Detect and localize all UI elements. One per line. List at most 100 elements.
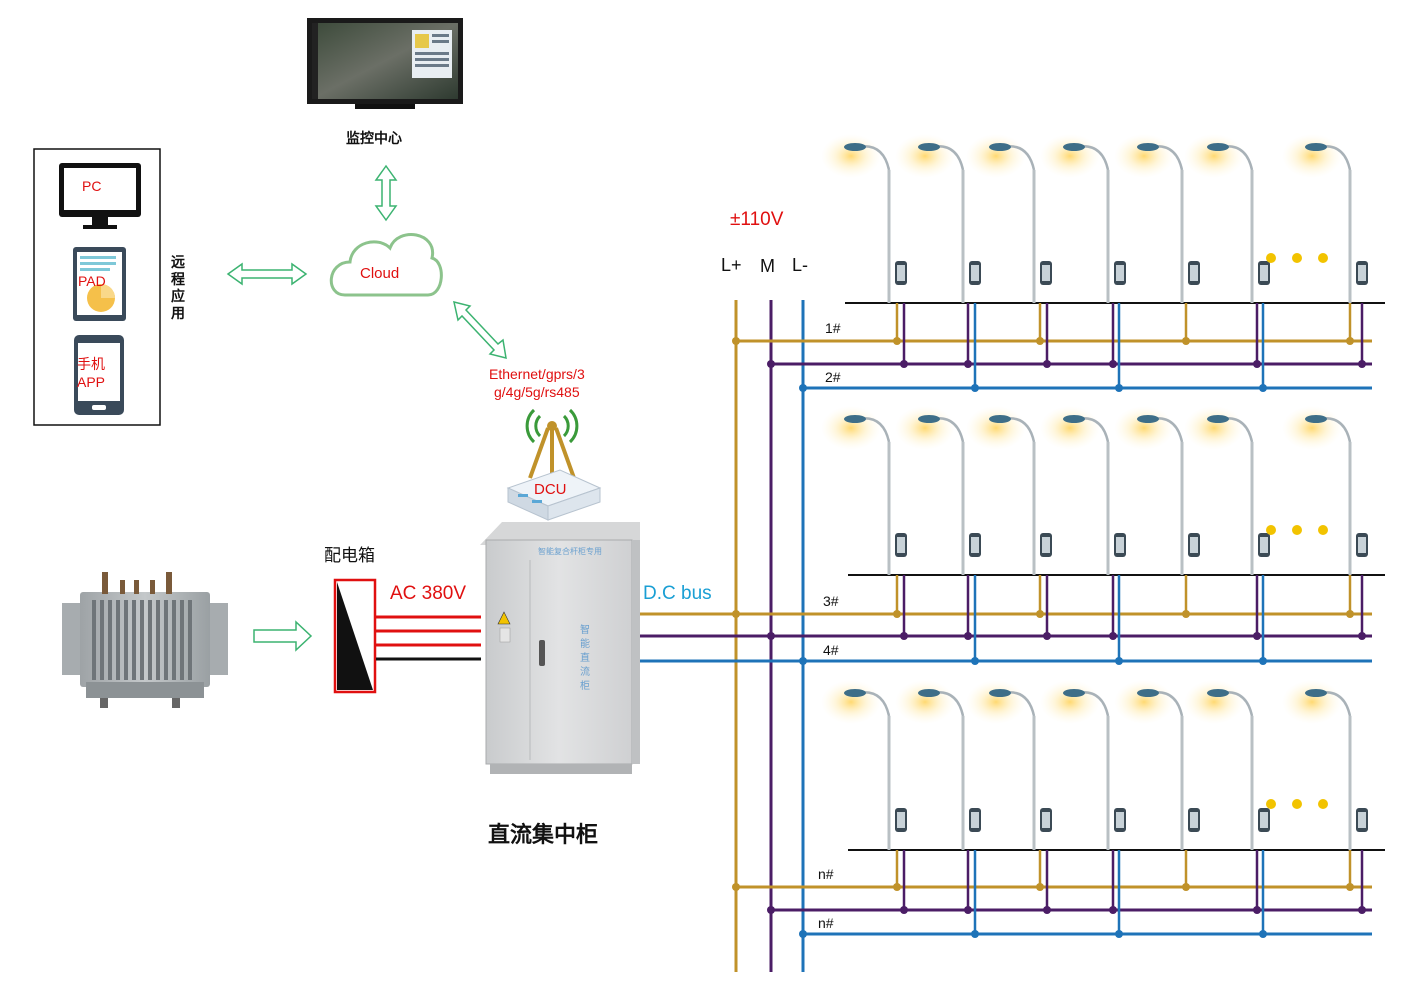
pole-controller-face	[1190, 537, 1198, 553]
lamp-glow	[821, 680, 881, 724]
transformer-icon	[62, 572, 228, 708]
m-tap-dot	[1043, 632, 1051, 640]
lplus-tap-dot	[1182, 337, 1190, 345]
pole-controller-face	[897, 265, 905, 281]
pole-controller-face	[1358, 265, 1366, 281]
m-tap-dot	[1109, 360, 1117, 368]
ellipsis-dot	[1266, 525, 1276, 535]
dcu-label: DCU	[534, 481, 567, 498]
lplus-tap-dot	[1036, 337, 1044, 345]
lamp-glow	[1040, 680, 1100, 724]
junction-dot	[799, 384, 807, 392]
m-tap-dot	[964, 632, 972, 640]
lamp-glow	[1282, 406, 1342, 450]
junction-dot	[732, 610, 740, 618]
lplus-tap-dot	[893, 610, 901, 618]
lamp-glow	[966, 680, 1026, 724]
lplus-tap-dot	[1346, 337, 1354, 345]
pc-label: PC	[82, 178, 102, 194]
monitoring-center-screen-icon	[307, 18, 463, 109]
ellipsis-dot	[1266, 799, 1276, 809]
arrow-transformer-box-icon	[253, 620, 313, 652]
lplus-tap-dot	[1346, 883, 1354, 891]
m-tap-dot	[1253, 906, 1261, 914]
m-tap-dot	[1358, 906, 1366, 914]
lamp-glow	[821, 134, 881, 178]
lminus-tap-dot	[1259, 657, 1267, 665]
lamp-head-icon	[844, 689, 866, 697]
lamp-glow	[1114, 680, 1174, 724]
m-tap-dot	[1043, 360, 1051, 368]
lminus-label: L-	[792, 255, 809, 275]
lminus-tap-dot	[1115, 657, 1123, 665]
dc-bus-feed-lines	[640, 612, 1372, 663]
lminus-tap-dot	[971, 657, 979, 665]
ellipsis-dot	[1292, 525, 1302, 535]
lamp-glow	[1114, 134, 1174, 178]
lamp-head-icon	[1207, 415, 1229, 423]
junction-dot	[767, 360, 775, 368]
pole-controller-face	[971, 812, 979, 828]
distribution-box-icon	[333, 578, 377, 694]
remote-app-label: 远程应用	[171, 254, 185, 321]
pole-controller-face	[1260, 537, 1268, 553]
lplus-tap-dot	[1036, 610, 1044, 618]
pole-controller-face	[1358, 812, 1366, 828]
branch-label-n2: n#	[818, 915, 834, 931]
m-tap-dot	[900, 632, 908, 640]
lminus-tap-dot	[971, 930, 979, 938]
m-tap-dot	[900, 906, 908, 914]
m-tap-dot	[900, 360, 908, 368]
phone-app-label: 手机 APP	[77, 356, 106, 390]
arrow-remote-cloud-icon	[226, 262, 308, 286]
lamp-head-icon	[918, 415, 940, 423]
pc-monitor-icon	[59, 163, 141, 229]
pole-controller-face	[1358, 537, 1366, 553]
dcu-box-icon	[506, 469, 602, 521]
junction-dot	[767, 632, 775, 640]
lplus-tap-dot	[1346, 610, 1354, 618]
lamp-head-icon	[989, 415, 1011, 423]
lamp-head-icon	[1063, 689, 1085, 697]
lplus-tap-dot	[893, 337, 901, 345]
branch-label-2: 2#	[825, 369, 841, 385]
ellipsis-dot	[1318, 253, 1328, 263]
lamp-head-icon	[1305, 415, 1327, 423]
branch-label-1: 1#	[825, 320, 841, 336]
lamp-glow	[1184, 134, 1244, 178]
network-label-line2: g/4g/5g/rs485	[494, 384, 580, 400]
pole-controller-face	[1260, 265, 1268, 281]
arrow-monitor-cloud-icon	[374, 164, 398, 222]
ellipsis-dot	[1292, 799, 1302, 809]
distribution-box-label: 配电箱	[324, 546, 375, 565]
lamp-head-icon	[1207, 143, 1229, 151]
m-tap-dot	[964, 360, 972, 368]
pole-controller-face	[1042, 537, 1050, 553]
m-tap-dot	[1253, 632, 1261, 640]
pole-controller-face	[1260, 812, 1268, 828]
m-tap-dot	[1358, 632, 1366, 640]
lamp-head-icon	[844, 143, 866, 151]
lamp-head-icon	[989, 143, 1011, 151]
lamp-head-icon	[1137, 143, 1159, 151]
junction-dot	[767, 906, 775, 914]
lamp-head-icon	[1207, 689, 1229, 697]
m-tap-dot	[964, 906, 972, 914]
pole-controller-face	[971, 265, 979, 281]
tablet-icon	[73, 247, 126, 321]
branch-label-n1: n#	[818, 866, 834, 882]
junction-dot	[799, 930, 807, 938]
lamp-head-icon	[1137, 415, 1159, 423]
pole-controller-face	[1190, 812, 1198, 828]
monitoring-center-label: 监控中心	[346, 130, 402, 146]
phone-icon	[74, 335, 124, 415]
ac-voltage-label: AC 380V	[390, 583, 467, 604]
lminus-tap-dot	[1115, 384, 1123, 392]
cabinet-label: 直流集中柜	[488, 822, 599, 847]
lminus-tap-dot	[1115, 930, 1123, 938]
pad-label: PAD	[78, 273, 106, 289]
lamp-head-icon	[1305, 143, 1327, 151]
lplus-tap-dot	[1036, 883, 1044, 891]
branch-label-3: 3#	[823, 593, 839, 609]
